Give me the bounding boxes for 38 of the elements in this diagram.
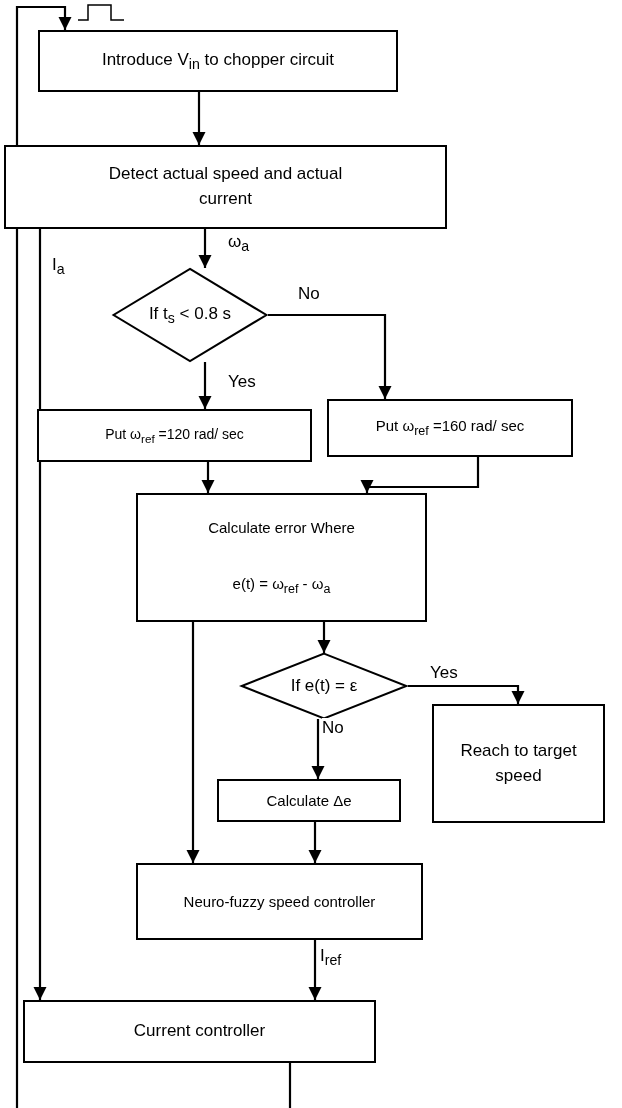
arrow: [201, 462, 215, 493]
process-box: [23, 1000, 376, 1063]
node-text: If t$_{s}$ < 0.8 s: [148, 302, 232, 328]
arrow: [360, 457, 480, 493]
node-text: Neuro-fuzzy speed controller: [183, 891, 376, 912]
arrow: [308, 940, 322, 1000]
node-text: Calculate error Where: [208, 517, 355, 538]
node-text: Introduce V$_{in}$ to chopper circuit: [101, 48, 335, 74]
process-box: [432, 704, 605, 823]
process-box: [37, 409, 312, 462]
arrow: [408, 684, 525, 704]
process-box: [327, 399, 573, 457]
arrow: [268, 313, 392, 399]
arrow: [33, 229, 47, 1000]
decision-diamond: [240, 653, 408, 719]
node-text: Put ω$_{ref}$ =160 rad/ sec: [375, 416, 525, 441]
arrow: [198, 229, 212, 268]
process-box: [136, 493, 427, 622]
process-box: [4, 145, 447, 229]
arrow: [317, 622, 331, 653]
arrow: [15, 5, 72, 1108]
node-text: Current controller: [133, 1020, 266, 1043]
process-box: [38, 30, 398, 92]
node-text: If e(t) = ε: [290, 674, 358, 697]
node-text: Detect actual speed and actual current: [107, 163, 344, 210]
connector-line: [288, 1063, 292, 1108]
process-box: [136, 863, 423, 940]
arrow: [192, 92, 206, 145]
process-box: [217, 779, 401, 822]
arrow: [198, 362, 212, 409]
node-text: e(t) = ω$_{ref}$ - ω$_{a}$: [232, 574, 331, 599]
arrow: [311, 719, 325, 779]
node-text: Calculate Δe: [266, 790, 352, 811]
decision-diamond: [112, 268, 268, 362]
arrow: [308, 822, 322, 863]
node-text: Put ω$_{ref}$ =120 rad/ sec: [105, 424, 244, 447]
arrow: [186, 622, 200, 863]
node-text: Reach to target speed: [459, 739, 578, 787]
